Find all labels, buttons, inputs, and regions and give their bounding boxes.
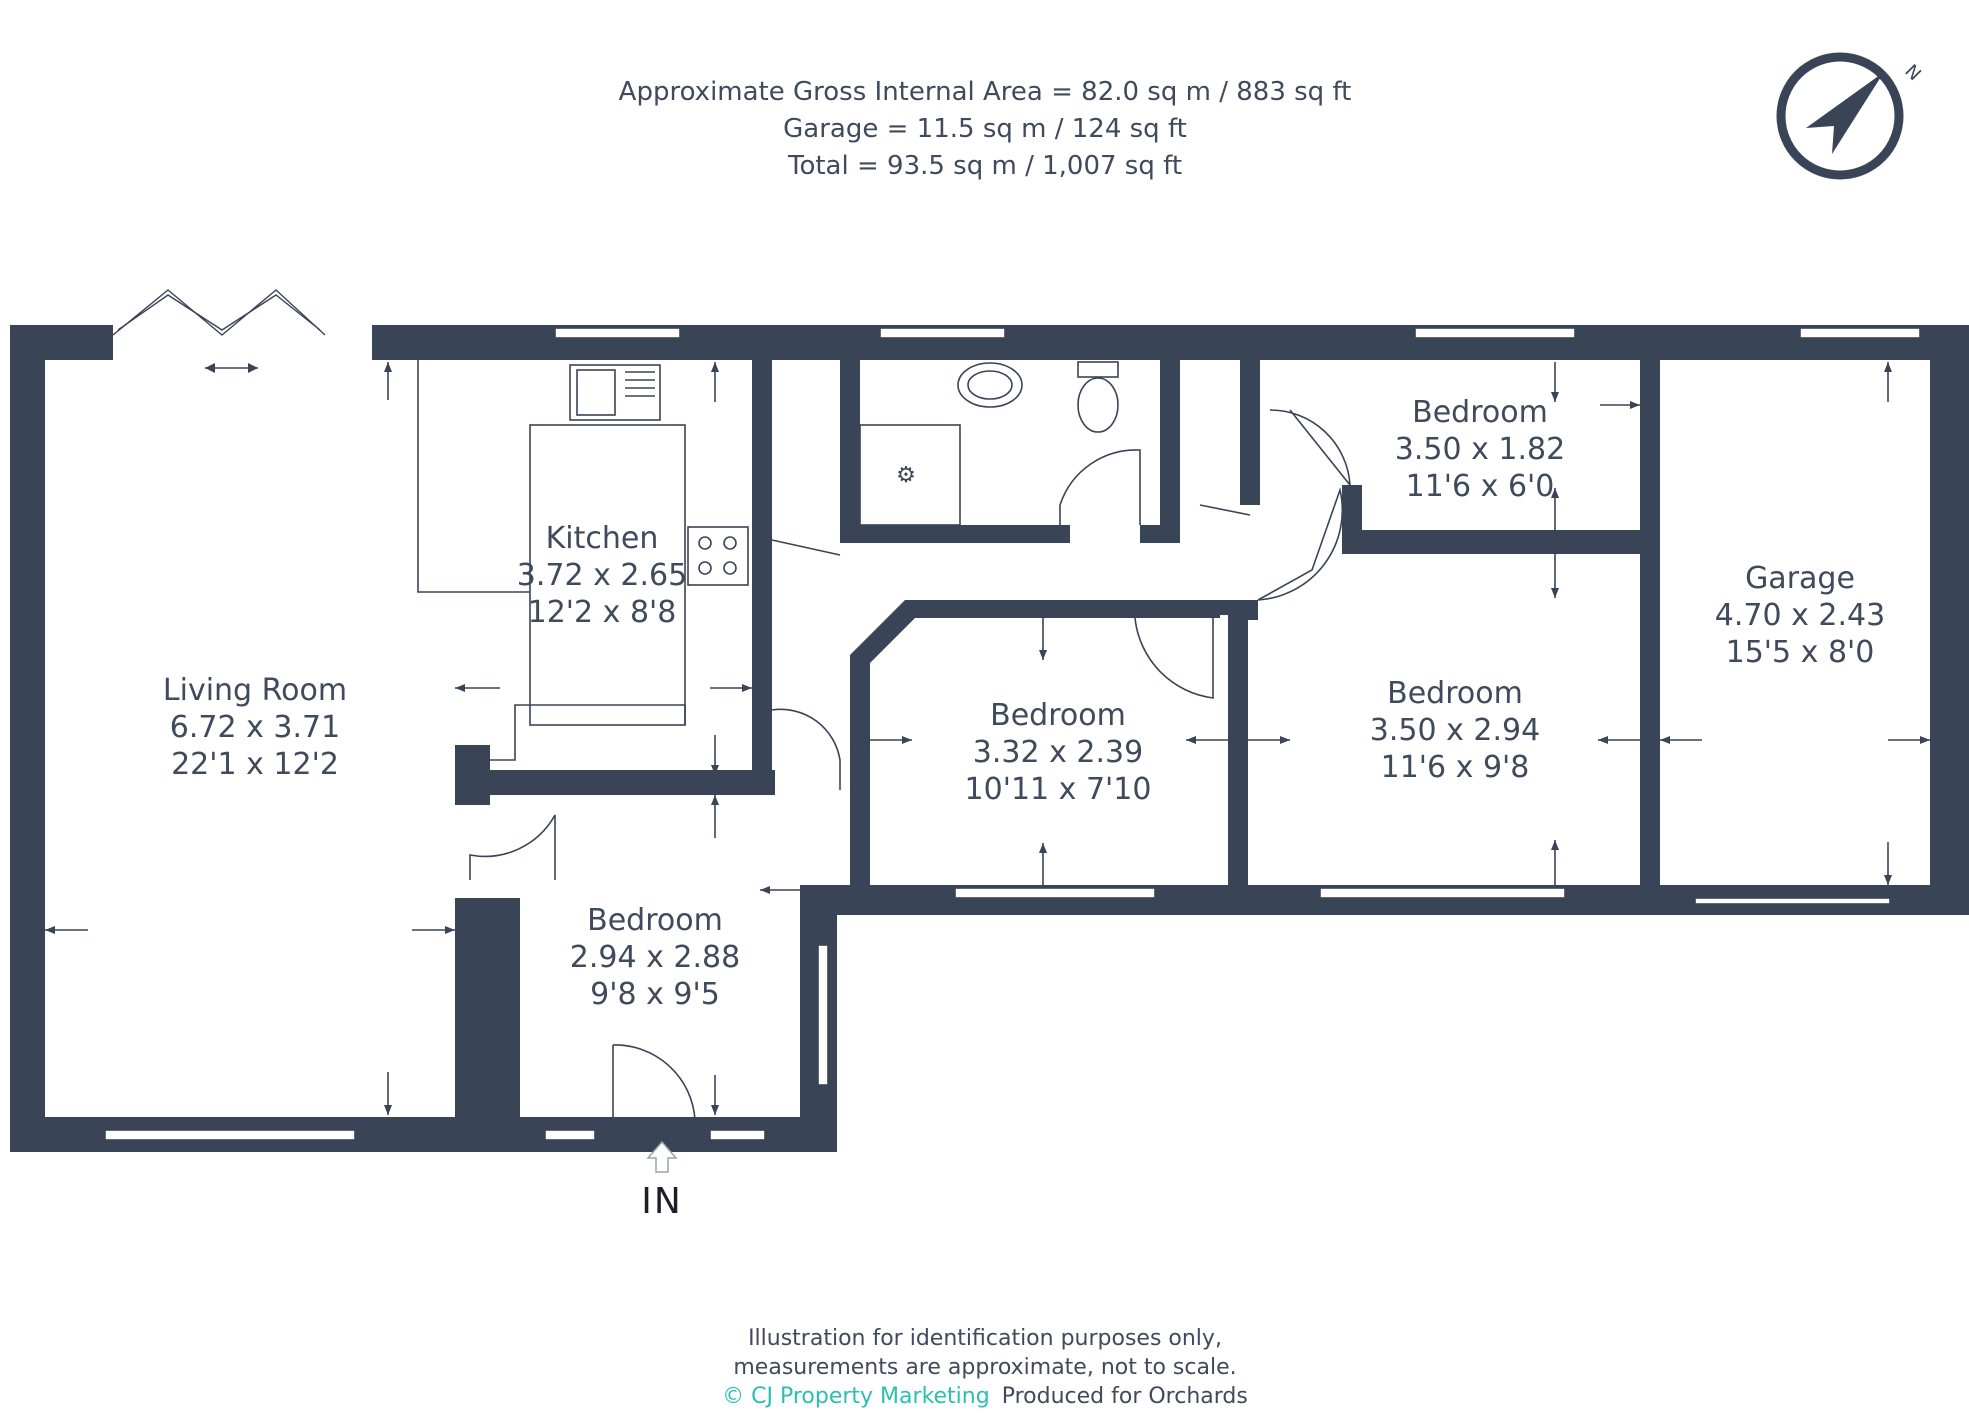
arrowhead [455, 684, 465, 692]
arrowhead [445, 926, 455, 934]
bedroom-middle-name: Bedroom [990, 698, 1126, 733]
arrowhead [1551, 840, 1559, 850]
arrowhead [711, 1105, 719, 1115]
kitchen-name: Kitchen [546, 521, 659, 556]
arrowhead [1630, 401, 1640, 409]
room-bedroom-large: Bedroom 3.50 x 2.94 11'6 x 9'8 [1370, 676, 1540, 785]
bedroom-front-metric: 2.94 x 2.88 [570, 940, 740, 975]
bedroom-front-imperial: 9'8 x 9'5 [590, 977, 720, 1012]
bathroom-fittings: ⚙ [859, 361, 1119, 526]
produced-for: Produced for Orchards [1002, 1384, 1248, 1409]
arrowhead [1551, 392, 1559, 402]
living-room-name: Living Room [163, 673, 347, 708]
arrowhead [1920, 736, 1930, 744]
arrowhead [1551, 588, 1559, 598]
shower-icon: ⚙ [896, 463, 916, 488]
bedroom-large-metric: 3.50 x 2.94 [1370, 713, 1540, 748]
entrance-marker: IN [641, 1140, 683, 1222]
shower-tray [859, 424, 961, 526]
doors [469, 409, 1351, 1121]
arrowhead [742, 684, 752, 692]
room-bedroom-middle: Bedroom 3.32 x 2.39 10'11 x 7'10 [965, 698, 1152, 807]
toilet-cistern [1077, 361, 1119, 378]
arrowhead [1884, 875, 1892, 885]
room-kitchen: Kitchen 3.72 x 2.65 12'2 x 8'8 [517, 521, 687, 630]
disclaimer: Illustration for identification purposes… [722, 1326, 1248, 1409]
garage-area: Garage = 11.5 sq m / 124 sq ft [783, 114, 1187, 144]
credit-line: © CJ Property Marketing Produced for Orch… [722, 1384, 1248, 1409]
bedroom-small-name: Bedroom [1412, 395, 1548, 430]
arrowhead [45, 926, 55, 934]
arrowhead [760, 886, 770, 894]
arrowhead [1039, 650, 1047, 660]
dimension-arrows [45, 362, 1930, 1115]
garage-imperial: 15'5 x 8'0 [1726, 635, 1875, 670]
bedroom-middle-imperial: 10'11 x 7'10 [965, 772, 1152, 807]
room-garage: Garage 4.70 x 2.43 15'5 x 8'0 [1715, 561, 1885, 670]
arrowhead [711, 795, 719, 805]
living-room-metric: 6.72 x 3.71 [170, 710, 340, 745]
windows [104, 327, 1921, 1141]
bedroom-middle-metric: 3.32 x 2.39 [973, 735, 1143, 770]
basin-icon [957, 362, 1023, 408]
living-room-imperial: 22'1 x 12'2 [171, 747, 339, 782]
arrowhead [1660, 736, 1670, 744]
disclaimer-line2: measurements are approximate, not to sca… [733, 1355, 1236, 1380]
kitchen-imperial: 12'2 x 8'8 [528, 595, 677, 630]
garage-metric: 4.70 x 2.43 [1715, 598, 1885, 633]
arrowhead [1039, 843, 1047, 853]
arrowhead [711, 362, 719, 372]
area-summary: Approximate Gross Internal Area = 82.0 s… [619, 77, 1352, 181]
kitchen-fittings [417, 360, 749, 761]
arrowhead [384, 362, 392, 372]
compass-icon: N [1776, 52, 1925, 180]
arrowhead [1551, 488, 1559, 498]
arrowhead [1884, 362, 1892, 372]
arrowhead [711, 765, 719, 775]
sink-icon [569, 364, 661, 421]
room-bedroom-front: Bedroom 2.94 x 2.88 9'8 x 9'5 [570, 903, 740, 1012]
gross-internal-area: Approximate Gross Internal Area = 82.0 s… [619, 77, 1352, 107]
arrowhead [902, 736, 912, 744]
walls [10, 325, 1969, 1152]
room-living: Living Room 6.72 x 3.71 22'1 x 12'2 [163, 673, 347, 782]
hob-icon [687, 526, 749, 586]
entrance-label: IN [641, 1181, 683, 1222]
north-label: N [1900, 61, 1924, 85]
total-area: Total = 93.5 sq m / 1,007 sq ft [787, 151, 1182, 181]
entrance-arrow-icon [646, 1140, 678, 1173]
bedroom-small-imperial: 11'6 x 6'0 [1406, 469, 1555, 504]
garage-name: Garage [1745, 561, 1855, 596]
bedroom-large-name: Bedroom [1387, 676, 1523, 711]
arrowhead [1598, 736, 1608, 744]
arrowhead [1186, 736, 1196, 744]
arrowhead [384, 1105, 392, 1115]
bedroom-large-imperial: 11'6 x 9'8 [1381, 750, 1530, 785]
bedroom-small-metric: 3.50 x 1.82 [1395, 432, 1565, 467]
kitchen-metric: 3.72 x 2.65 [517, 558, 687, 593]
brand-credit: © CJ Property Marketing [722, 1384, 990, 1409]
room-bedroom-small: Bedroom 3.50 x 1.82 11'6 x 6'0 [1395, 395, 1565, 504]
disclaimer-line1: Illustration for identification purposes… [748, 1326, 1222, 1351]
bedroom-front-name: Bedroom [587, 903, 723, 938]
bifold-door [112, 289, 326, 373]
kitchen-island [529, 424, 686, 726]
toilet-icon [1077, 377, 1119, 433]
arrowhead [1280, 736, 1290, 744]
